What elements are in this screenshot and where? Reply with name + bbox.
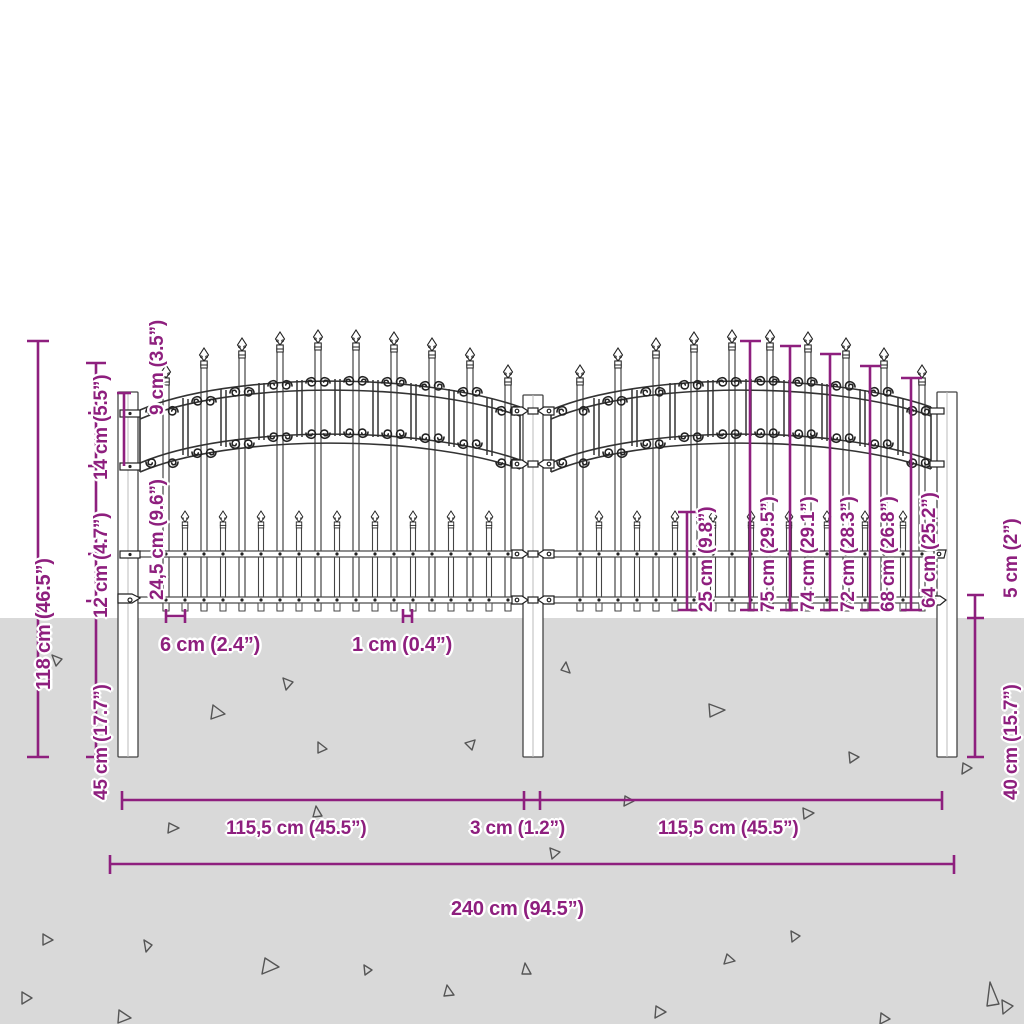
bracket-right-rail-upper <box>933 549 947 559</box>
bracket-center-rail-upper <box>511 549 555 559</box>
mounting-brackets <box>117 406 948 606</box>
dimline-lower-picket-25 <box>678 510 697 612</box>
dimline-total-height <box>27 339 49 759</box>
dimline-rail-spacings <box>88 411 104 556</box>
post-right <box>936 391 958 758</box>
dimension-label-rail-gap-upper: 14 cm (5.5”) <box>91 374 112 480</box>
dimension-label-picket-height-5: 64 cm (25.2”) <box>919 492 940 608</box>
dimension-label-picket-width: 1 cm (0.4”) <box>352 634 453 656</box>
dimension-label-panel-width-right: 115,5 cm (45.5”) <box>658 818 799 839</box>
dimension-label-panel-mid-height: 24,5 cm (9.6”) <box>147 479 168 600</box>
rail-rivets-left <box>164 552 510 602</box>
arch-dividers-left <box>182 379 493 456</box>
dimline-buried-depth <box>86 361 106 759</box>
fence-panel-right <box>542 329 938 612</box>
dimension-label-post-below-ground: 40 cm (15.7”) <box>1001 684 1022 800</box>
dimline-panel-widths <box>120 791 944 810</box>
dimension-label-picket-height-3: 72 cm (28.3”) <box>838 496 859 612</box>
bracket-center-upper <box>511 406 555 416</box>
dimension-label-post-top-offset: 9 cm (3.5”) <box>147 320 168 415</box>
dimension-label-panel-width-left: 115,5 cm (45.5”) <box>226 818 367 839</box>
dimline-picket-72 <box>820 352 841 612</box>
bracket-left-upper <box>119 409 141 418</box>
dimension-label-post-above-ground-gap: 5 cm (2”) <box>1001 518 1022 598</box>
dimline-picket-74 <box>780 344 801 612</box>
dimension-label-lower-picket-height: 25 cm (9.8”) <box>696 506 717 612</box>
gravel-marks <box>21 654 1014 1024</box>
dimension-label-overall-width: 240 cm (94.5”) <box>451 898 584 920</box>
bracket-left-rail-lower <box>117 593 142 604</box>
dimension-label-picket-height-1: 75 cm (29.5”) <box>758 496 779 612</box>
bracket-right-upper <box>929 407 945 415</box>
dimline-picket-68 <box>860 364 881 612</box>
dimension-label-center-post-width: 3 cm (1.2”) <box>470 818 565 839</box>
fence-posts <box>117 391 958 758</box>
bracket-center-rail-lower <box>511 595 555 605</box>
sky-region <box>0 0 1024 618</box>
dimension-label-rail-gap-lower: 12 cm (4.7”) <box>91 512 112 618</box>
bracket-left-lower-arch <box>119 462 141 471</box>
dimline-picket-width-1 <box>401 609 414 623</box>
post-center <box>522 394 544 758</box>
dimline-picket-64 <box>901 376 922 612</box>
ground-region <box>0 618 1024 1024</box>
picket-feet-left <box>162 602 512 612</box>
dimline-picket-75 <box>740 339 761 612</box>
bracket-center-arch-lower <box>511 459 555 469</box>
bracket-left-rail-upper <box>119 550 141 559</box>
dimension-label-total-height: 118 cm (46.5”) <box>33 558 55 690</box>
bracket-right-rail-lower <box>925 595 948 606</box>
dimline-post-above-ground <box>967 593 984 620</box>
dimension-label-picket-height-4: 68 cm (26.8”) <box>878 496 899 612</box>
dimline-panel-mid-height <box>117 391 131 466</box>
dimension-label-picket-height-2: 74 cm (29.1”) <box>798 496 819 612</box>
dimline-overall-width <box>108 855 956 874</box>
dimline-picket-spacing-6 <box>164 609 187 623</box>
bracket-right-arch-lower <box>929 460 945 468</box>
fence-panel-left <box>137 329 524 612</box>
dimension-label-buried-depth: 45 cm (17.7”) <box>91 684 112 800</box>
dimline-post-below-ground <box>967 618 984 759</box>
dimension-label-picket-spacing: 6 cm (2.4”) <box>160 634 261 656</box>
arch-rail-right <box>550 380 932 473</box>
